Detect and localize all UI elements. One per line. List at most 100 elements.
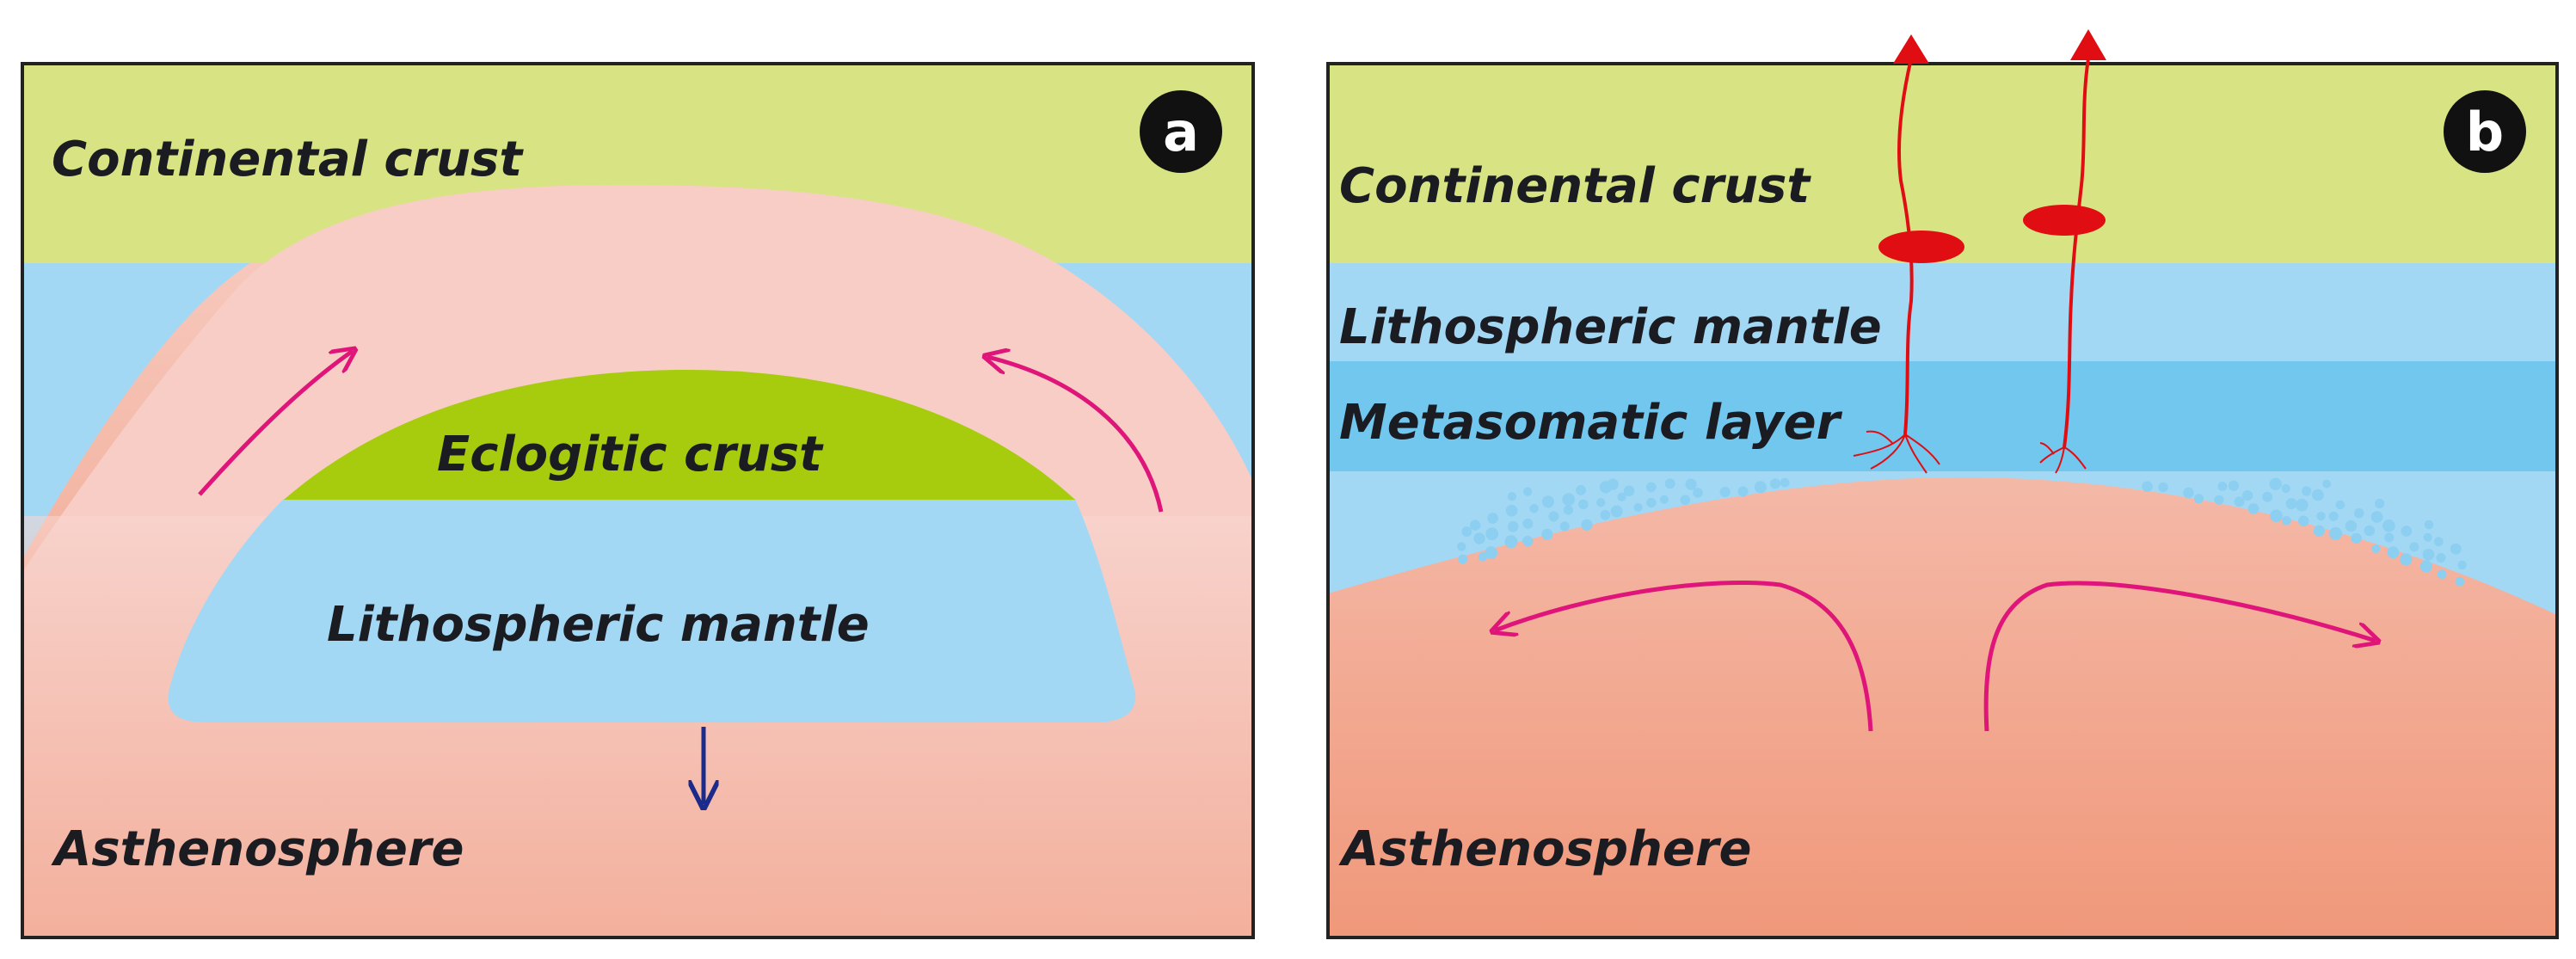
conduit-right-line	[2063, 58, 2090, 448]
melt-droplet	[1562, 493, 1576, 507]
melt-droplet	[2433, 537, 2444, 547]
melt-droplet	[1617, 492, 1626, 501]
melt-droplet	[2312, 489, 2324, 501]
melt-droplet	[2234, 496, 2245, 507]
melt-droplet	[2262, 491, 2273, 502]
melt-droplet	[1522, 535, 1534, 547]
melt-droplet	[1473, 532, 1485, 544]
melt-droplet	[1596, 498, 1606, 507]
panel-b-label-metasomatic-layer: Metasomatic layer	[1339, 395, 1843, 451]
melt-droplet	[2158, 482, 2168, 493]
melt-droplet	[2285, 498, 2297, 510]
melt-droplet	[1487, 513, 1498, 524]
metasomatic-melt-droplets	[1457, 477, 2467, 587]
lithospheric-mantle-layer	[22, 258, 1253, 559]
melt-droplet	[1458, 554, 1468, 564]
melt-droplet	[1754, 481, 1767, 494]
magma-chamber-right	[2023, 205, 2106, 236]
melt-droplet	[2345, 519, 2358, 532]
melt-droplet	[1563, 505, 1574, 515]
eclogitic-crust-body	[284, 370, 1075, 500]
melt-droplet	[1780, 477, 1790, 488]
panel-b-label-lithospheric-mantle: Lithospheric mantle	[1339, 299, 1882, 355]
melt-droplet	[2457, 560, 2467, 570]
melt-droplet	[1457, 542, 1466, 551]
metasomatic-layer	[1328, 361, 2557, 473]
melt-droplet	[2183, 487, 2194, 499]
melt-droplet	[1461, 526, 1472, 537]
melt-droplet	[2400, 553, 2413, 566]
melt-droplet	[1507, 492, 1517, 501]
melt-droplet	[1504, 535, 1518, 549]
conduit-left-roots	[1853, 430, 1940, 474]
melt-droplet	[2242, 490, 2253, 501]
melt-droplet	[1485, 527, 1499, 541]
melt-droplet	[2302, 486, 2312, 496]
melt-droplet	[2424, 519, 2434, 530]
melt-droplet	[1719, 486, 1731, 498]
volcano-marker-right	[2070, 29, 2106, 60]
melt-droplet	[2214, 495, 2224, 505]
melt-droplet	[2269, 477, 2282, 490]
panel-a-badge: a	[1140, 90, 1222, 173]
melt-droplet	[2193, 494, 2204, 504]
panel-a-label-continental-crust: Continental crust	[52, 132, 524, 187]
melt-droplet	[2270, 509, 2283, 522]
melt-droplet	[1576, 484, 1586, 495]
delaminated-lithospheric-mantle	[168, 499, 1136, 722]
panel-b-label-asthenosphere: Asthenosphere	[1338, 821, 1752, 877]
panel-b-badge: b	[2444, 90, 2526, 173]
panel-b-badge-letter: b	[2466, 101, 2504, 163]
melt-droplet	[2281, 483, 2290, 494]
melt-droplet	[2328, 511, 2339, 521]
melt-droplet	[1680, 495, 1691, 506]
melt-droplet	[1522, 487, 1533, 496]
magma-conduit-left	[1853, 34, 1964, 474]
melt-droplet	[1610, 505, 1623, 518]
panel-b-badge-circle	[2444, 90, 2526, 173]
magma-conduit-right	[2023, 29, 2106, 474]
melt-droplet	[2316, 511, 2326, 521]
melt-droplet	[2322, 479, 2332, 489]
melt-droplet	[1633, 502, 1643, 513]
melt-droplet	[2371, 544, 2381, 553]
melt-droplet	[2401, 526, 2413, 537]
melt-droplet	[1505, 504, 1518, 517]
melt-droplet	[2364, 525, 2376, 537]
continental-crust-layer-b	[1328, 64, 2557, 263]
melt-droplet	[1478, 552, 1488, 562]
panel-a-frame	[21, 62, 1255, 939]
magma-chamber-left	[1878, 231, 1964, 263]
lithospheric-mantle-upper-b	[1328, 262, 2557, 361]
flow-arrow-right	[987, 357, 1164, 513]
melt-droplet	[1645, 482, 1657, 493]
melt-droplet	[1623, 485, 1635, 497]
volcano-marker-left	[1893, 34, 1929, 64]
panel-a-label-asthenosphere: Asthenosphere	[51, 821, 464, 877]
melt-droplet	[2419, 560, 2432, 573]
melt-droplet	[1693, 488, 1703, 498]
melt-droplet	[2455, 576, 2465, 587]
flow-arrow-b-right	[1983, 581, 2376, 732]
melt-droplet	[2409, 542, 2419, 552]
melt-droplet	[1646, 497, 1657, 508]
flow-arrow-b-left	[1495, 580, 1873, 732]
melt-droplet	[1581, 519, 1593, 531]
melt-droplet	[1548, 511, 1559, 522]
melt-droplet	[2370, 511, 2383, 523]
panel-b-label-continental-crust: Continental crust	[1339, 158, 1811, 214]
melt-droplet	[1659, 495, 1669, 504]
melt-droplet	[1559, 521, 1570, 532]
melt-droplet	[2351, 532, 2362, 544]
melt-droplet	[2382, 519, 2395, 532]
conduit-right-roots	[2039, 442, 2087, 474]
panel-a-label-lithospheric-mantle: Lithospheric mantle	[327, 597, 870, 653]
melt-droplet	[1737, 486, 1749, 497]
melt-droplet	[1541, 495, 1554, 508]
melt-droplet	[1600, 509, 1611, 520]
flow-arrow-left	[198, 351, 353, 496]
melt-droplet	[2387, 546, 2400, 559]
melt-droplet	[2282, 515, 2291, 526]
melt-droplet	[2142, 481, 2153, 492]
